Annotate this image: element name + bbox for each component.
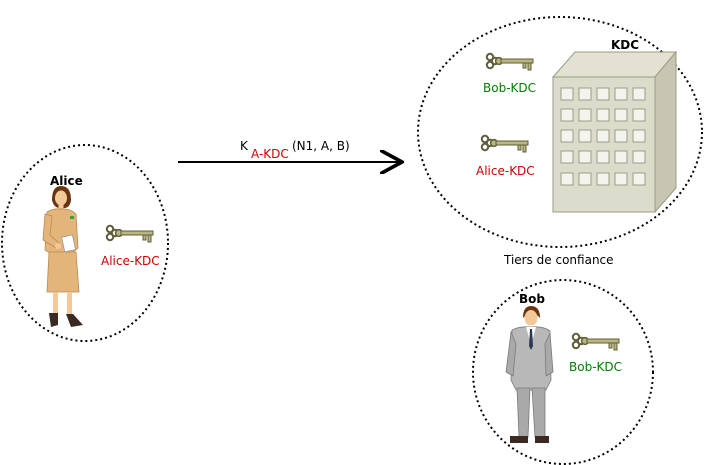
- alice-boundary: [1, 144, 169, 342]
- kdc-alice-key-icon: [480, 134, 529, 153]
- bob-name: Bob: [519, 292, 545, 306]
- message-key-prefix: K: [240, 139, 249, 153]
- message-content: (N1, A, B): [292, 139, 350, 153]
- alice-group: Alice Alice: [1, 144, 169, 342]
- alice-name: Alice: [50, 174, 83, 188]
- kdc-name: KDC: [611, 38, 639, 52]
- bob-figure: [505, 306, 554, 443]
- kdc-bob-key-icon: [485, 52, 534, 71]
- kdc-caption: Tiers de confiance: [503, 253, 614, 267]
- message-key-subscript: A-KDC: [251, 147, 289, 161]
- bob-group: Bob Bob-KDC: [472, 279, 654, 465]
- kdc-group: KDC Bob-KDC Alice-KDC Tiers de confiance: [417, 16, 703, 267]
- message-label: K A-KDC (N1, A, B): [240, 139, 350, 161]
- bob-boundary: [472, 279, 654, 465]
- kdc-building-icon: [551, 50, 678, 214]
- alice-key-icon: [105, 224, 154, 243]
- bob-key-label: Bob-KDC: [569, 360, 622, 374]
- kdc-alice-key-label: Alice-KDC: [476, 164, 535, 178]
- alice-figure: [42, 186, 83, 327]
- bob-key-icon: [571, 332, 620, 351]
- kdc-bob-key-label: Bob-KDC: [483, 81, 536, 95]
- alice-key-label: Alice-KDC: [101, 254, 160, 268]
- kdc-boundary: [417, 16, 703, 248]
- message-arrow: K A-KDC (N1, A, B): [178, 139, 400, 162]
